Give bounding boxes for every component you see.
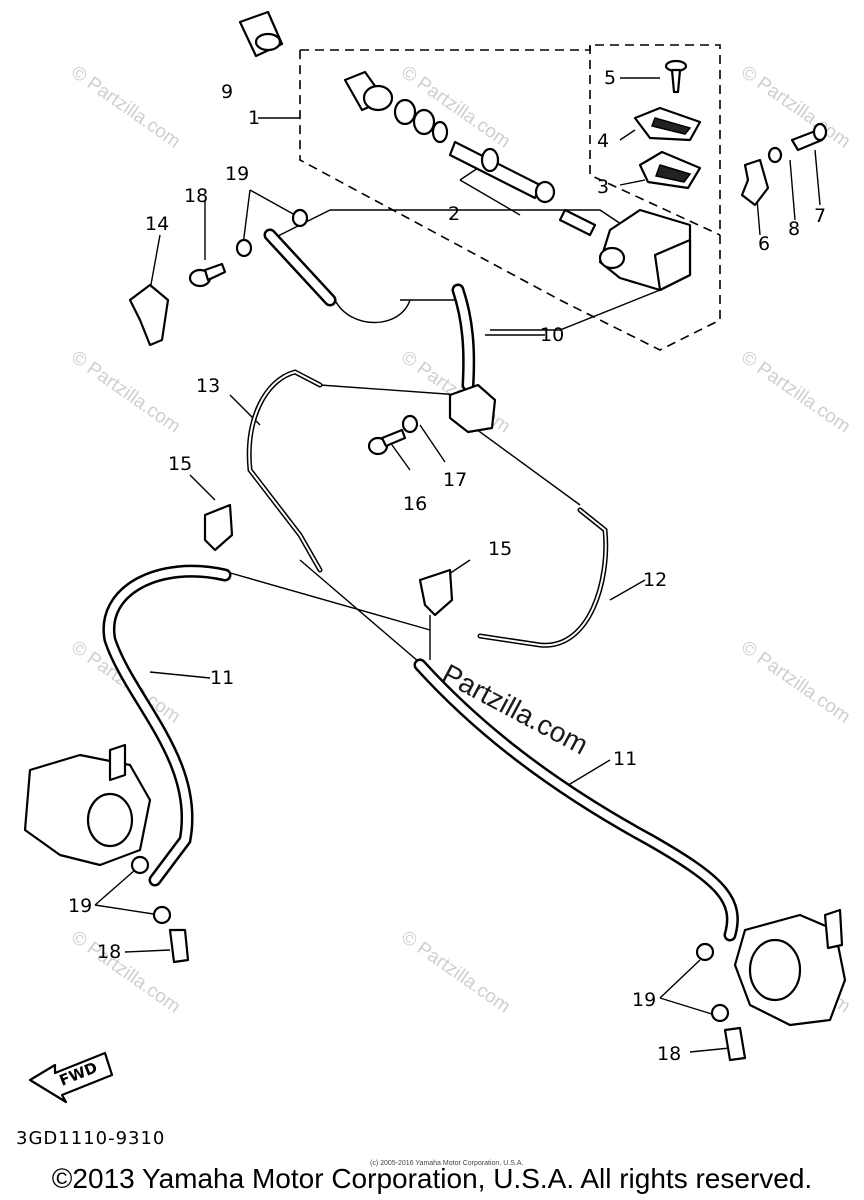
part-15-clip-left[interactable] [203, 503, 234, 552]
callout-12[interactable]: 12 [643, 569, 667, 591]
callout-labels: 1 2 3 4 5 6 7 8 9 10 11 11 12 13 14 15 1… [68, 67, 826, 1065]
master-cylinder-body[interactable] [598, 208, 692, 292]
part-10-hose[interactable] [263, 228, 476, 392]
part-12-pipe[interactable] [477, 507, 609, 648]
callout-18-left[interactable]: 18 [97, 941, 121, 963]
part-16-bolt[interactable] [367, 428, 407, 456]
callout-2[interactable]: 2 [448, 203, 460, 225]
callout-19-upper[interactable]: 19 [225, 163, 249, 185]
watermark: © Partzilla.com [737, 637, 854, 728]
diagram-code: 3GD1110-9310 [16, 1128, 166, 1149]
callout-19-right[interactable]: 19 [632, 989, 656, 1011]
callout-6[interactable]: 6 [758, 233, 770, 255]
part-13-pipe[interactable] [246, 369, 323, 573]
callout-11-right[interactable]: 11 [613, 748, 637, 770]
right-caliper[interactable] [733, 908, 847, 1027]
part-19-washers-upper[interactable] [235, 208, 309, 258]
part-18-bolt-right[interactable] [723, 1026, 747, 1062]
part-19-washers-right[interactable] [695, 942, 730, 1023]
part-9-cap[interactable] [238, 10, 284, 58]
small-copyright: (c) 2005-2016 Yamaha Motor Corporation, … [370, 1160, 524, 1167]
callout-18-right[interactable]: 18 [657, 1043, 681, 1065]
watermark: © Partzilla.com [397, 927, 514, 1018]
left-caliper[interactable] [23, 743, 152, 867]
watermark: © Partzilla.com [67, 927, 184, 1018]
part-15-clip-right[interactable] [418, 568, 454, 617]
part-7-bolt[interactable] [790, 122, 828, 152]
watermark: © Partzilla.com [737, 347, 854, 438]
watermark: © Partzilla.com [67, 347, 184, 438]
callout-4[interactable]: 4 [597, 130, 609, 152]
brake-joint[interactable] [448, 383, 497, 434]
part-6-holder[interactable] [740, 158, 770, 207]
part-17-washer[interactable] [401, 414, 419, 434]
copyright-notice: ©2013 Yamaha Motor Corporation, U.S.A. A… [51, 1163, 813, 1194]
leader-lines [94, 77, 821, 1053]
watermark: © Partzilla.com [67, 62, 184, 153]
fwd-arrow: FWD [28, 1051, 114, 1104]
callout-1[interactable]: 1 [248, 107, 260, 129]
part-19-washers-left[interactable] [130, 855, 172, 925]
part-2-piston-kit[interactable] [343, 70, 597, 237]
callout-17[interactable]: 17 [443, 469, 467, 491]
callout-15-right[interactable]: 15 [488, 538, 512, 560]
callout-11-left[interactable]: 11 [210, 667, 234, 689]
callout-16[interactable]: 16 [403, 493, 427, 515]
part-18-bolt-upper[interactable] [188, 262, 227, 288]
callout-8[interactable]: 8 [788, 218, 800, 240]
part-14-boot[interactable] [128, 283, 170, 347]
part-18-bolt-left[interactable] [168, 928, 190, 964]
callout-3[interactable]: 3 [597, 176, 609, 198]
callout-13[interactable]: 13 [196, 375, 220, 397]
part-3-diaphragm[interactable] [638, 150, 702, 190]
part-11-hose-right[interactable] [413, 658, 739, 942]
callout-5[interactable]: 5 [604, 67, 616, 89]
callout-15-left[interactable]: 15 [168, 453, 192, 475]
callout-9[interactable]: 9 [221, 81, 233, 103]
callout-14[interactable]: 14 [145, 213, 169, 235]
callout-19-left[interactable]: 19 [68, 895, 92, 917]
callout-18-upper[interactable]: 18 [184, 185, 208, 207]
callout-10[interactable]: 10 [540, 324, 564, 346]
assembly-boxes [299, 44, 721, 351]
part-8-washer[interactable] [767, 146, 783, 164]
callout-7[interactable]: 7 [814, 205, 826, 227]
part-4-cover[interactable] [633, 106, 702, 142]
part-5-screw[interactable] [664, 59, 688, 94]
part-11-hose-left[interactable] [102, 564, 232, 887]
